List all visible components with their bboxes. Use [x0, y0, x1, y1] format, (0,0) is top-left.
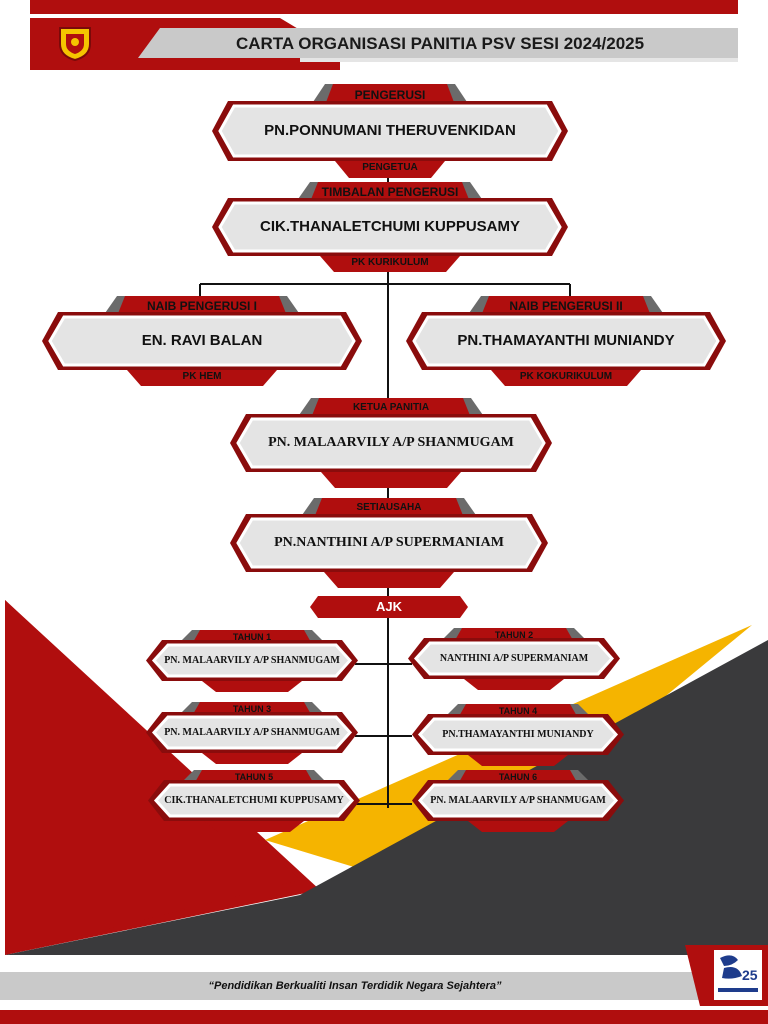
org-person-name: PN. MALAARVILY A/P SHANMUGAM [164, 726, 340, 738]
org-role-label: TAHUN 1 [232, 631, 272, 642]
org-role-label: NAIB PENGERUSI II [509, 299, 623, 313]
org-box: TIMBALAN PENGERUSI CIK.THANALETCHUMI KUPP… [212, 182, 568, 272]
ministry-25-logo-icon: 25 [714, 950, 762, 1000]
org-role-label: PENGERUSI [354, 87, 426, 102]
org-box: TAHUN 3 PN. MALAARVILY A/P SHANMUGAM [146, 702, 358, 764]
org-person-name: PN.PONNUMANI THERUVENKIDAN [264, 122, 516, 139]
org-person-name: PN. MALAARVILY A/P SHANMUGAM [164, 654, 340, 666]
org-person-name: EN. RAVI BALAN [141, 332, 263, 349]
org-role-label: SETIAUSAHA [356, 502, 422, 513]
org-box: NAIB PENGERUSI I EN. RAVI BALAN PK HEM [42, 296, 362, 386]
org-role-label: TAHUN 2 [494, 629, 534, 640]
org-box: TAHUN 2 NANTHINI A/P SUPERMANIAM [408, 628, 620, 690]
org-person-name: PN. MALAARVILY A/P SHANMUGAM [268, 434, 514, 450]
org-box: SETIAUSAHA PN.NANTHINI A/P SUPERMANIAM [230, 498, 548, 588]
ajk-label-bar: AJK [310, 596, 468, 618]
org-box: PENGERUSI PN.PONNUMANI THERUVENKIDAN PENGE… [212, 84, 568, 178]
org-box: NAIB PENGERUSI II PN.THAMAYANTHI MUNIANDY… [406, 296, 726, 386]
org-position-label: PK KOKURIKULUM [519, 371, 613, 382]
school-crest-icon [54, 22, 96, 62]
org-role-label: TAHUN 3 [232, 703, 272, 714]
org-person-name: CIK.THANALETCHUMI KUPPUSAMY [164, 794, 344, 806]
org-role-label: KETUA PANITIA [352, 402, 430, 413]
footer-motto: “Pendidikan Berkualiti Insan Terdidik Ne… [208, 980, 502, 992]
org-person-name: NANTHINI A/P SUPERMANIAM [439, 652, 589, 664]
org-role-label: TAHUN 5 [234, 771, 274, 782]
org-box: TAHUN 1 PN. MALAARVILY A/P SHANMUGAM [146, 630, 358, 692]
org-position-label: PK KURIKULUM [351, 257, 429, 268]
org-role-label: TAHUN 6 [498, 771, 538, 782]
org-role-label: NAIB PENGERUSI I [146, 299, 257, 313]
svg-text:25: 25 [742, 967, 758, 983]
org-person-name: PN.THAMAYANTHI MUNIANDY [457, 332, 675, 349]
org-box: TAHUN 4 PN.THAMAYANTHI MUNIANDY [412, 704, 624, 766]
org-role-label: TIMBALAN PENGERUSI [321, 185, 459, 199]
ajk-label: AJK [375, 599, 402, 614]
org-person-name: PN. MALAARVILY A/P SHANMUGAM [430, 794, 606, 806]
org-role-label: TAHUN 4 [498, 705, 538, 716]
org-box: TAHUN 6 PN. MALAARVILY A/P SHANMUGAM [412, 770, 624, 832]
org-box: KETUA PANITIA PN. MALAARVILY A/P SHANMUGA… [230, 398, 552, 488]
org-person-name: CIK.THANALETCHUMI KUPPUSAMY [260, 218, 520, 235]
org-position-label: PENGETUA [362, 162, 418, 173]
org-box: TAHUN 5 CIK.THANALETCHUMI KUPPUSAMY [148, 770, 360, 832]
org-person-name: PN.NANTHINI A/P SUPERMANIAM [274, 534, 504, 550]
org-position-label: PK HEM [182, 371, 222, 382]
org-person-name: PN.THAMAYANTHI MUNIANDY [442, 728, 594, 740]
page-title: CARTA ORGANISASI PANITIA PSV SESI 2024/2… [235, 34, 645, 53]
